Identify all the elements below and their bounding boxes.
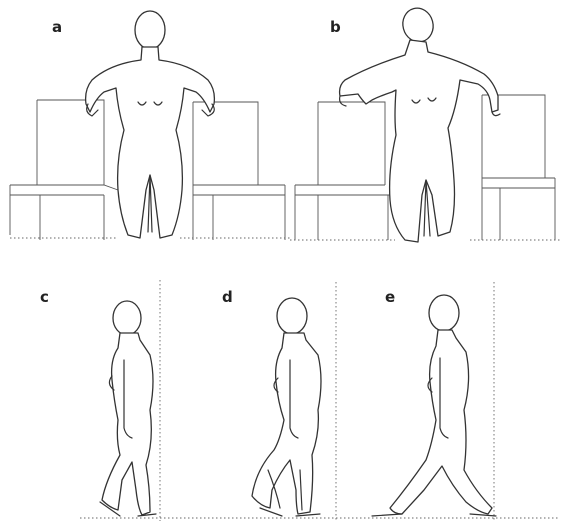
- panel-d: d: [222, 282, 336, 521]
- figure-a: [86, 11, 215, 238]
- figure-c: [100, 301, 156, 516]
- figure-d: [252, 298, 321, 516]
- panel-label-b: b: [330, 18, 341, 36]
- panel-label-a: a: [52, 18, 62, 36]
- chair-right-a: [180, 102, 290, 240]
- panel-label-c: c: [40, 288, 49, 306]
- panel-label-d: d: [222, 288, 233, 306]
- panel-c: c: [40, 280, 160, 521]
- panel-b: b: [290, 5, 560, 242]
- panel-label-e: e: [385, 288, 395, 306]
- figure-b: [340, 5, 500, 242]
- chair-left-b: [290, 102, 395, 240]
- chair-right-b: [470, 95, 560, 240]
- figure-e: [372, 295, 496, 516]
- chair-left-a: [10, 100, 118, 240]
- panel-a: a: [10, 11, 290, 240]
